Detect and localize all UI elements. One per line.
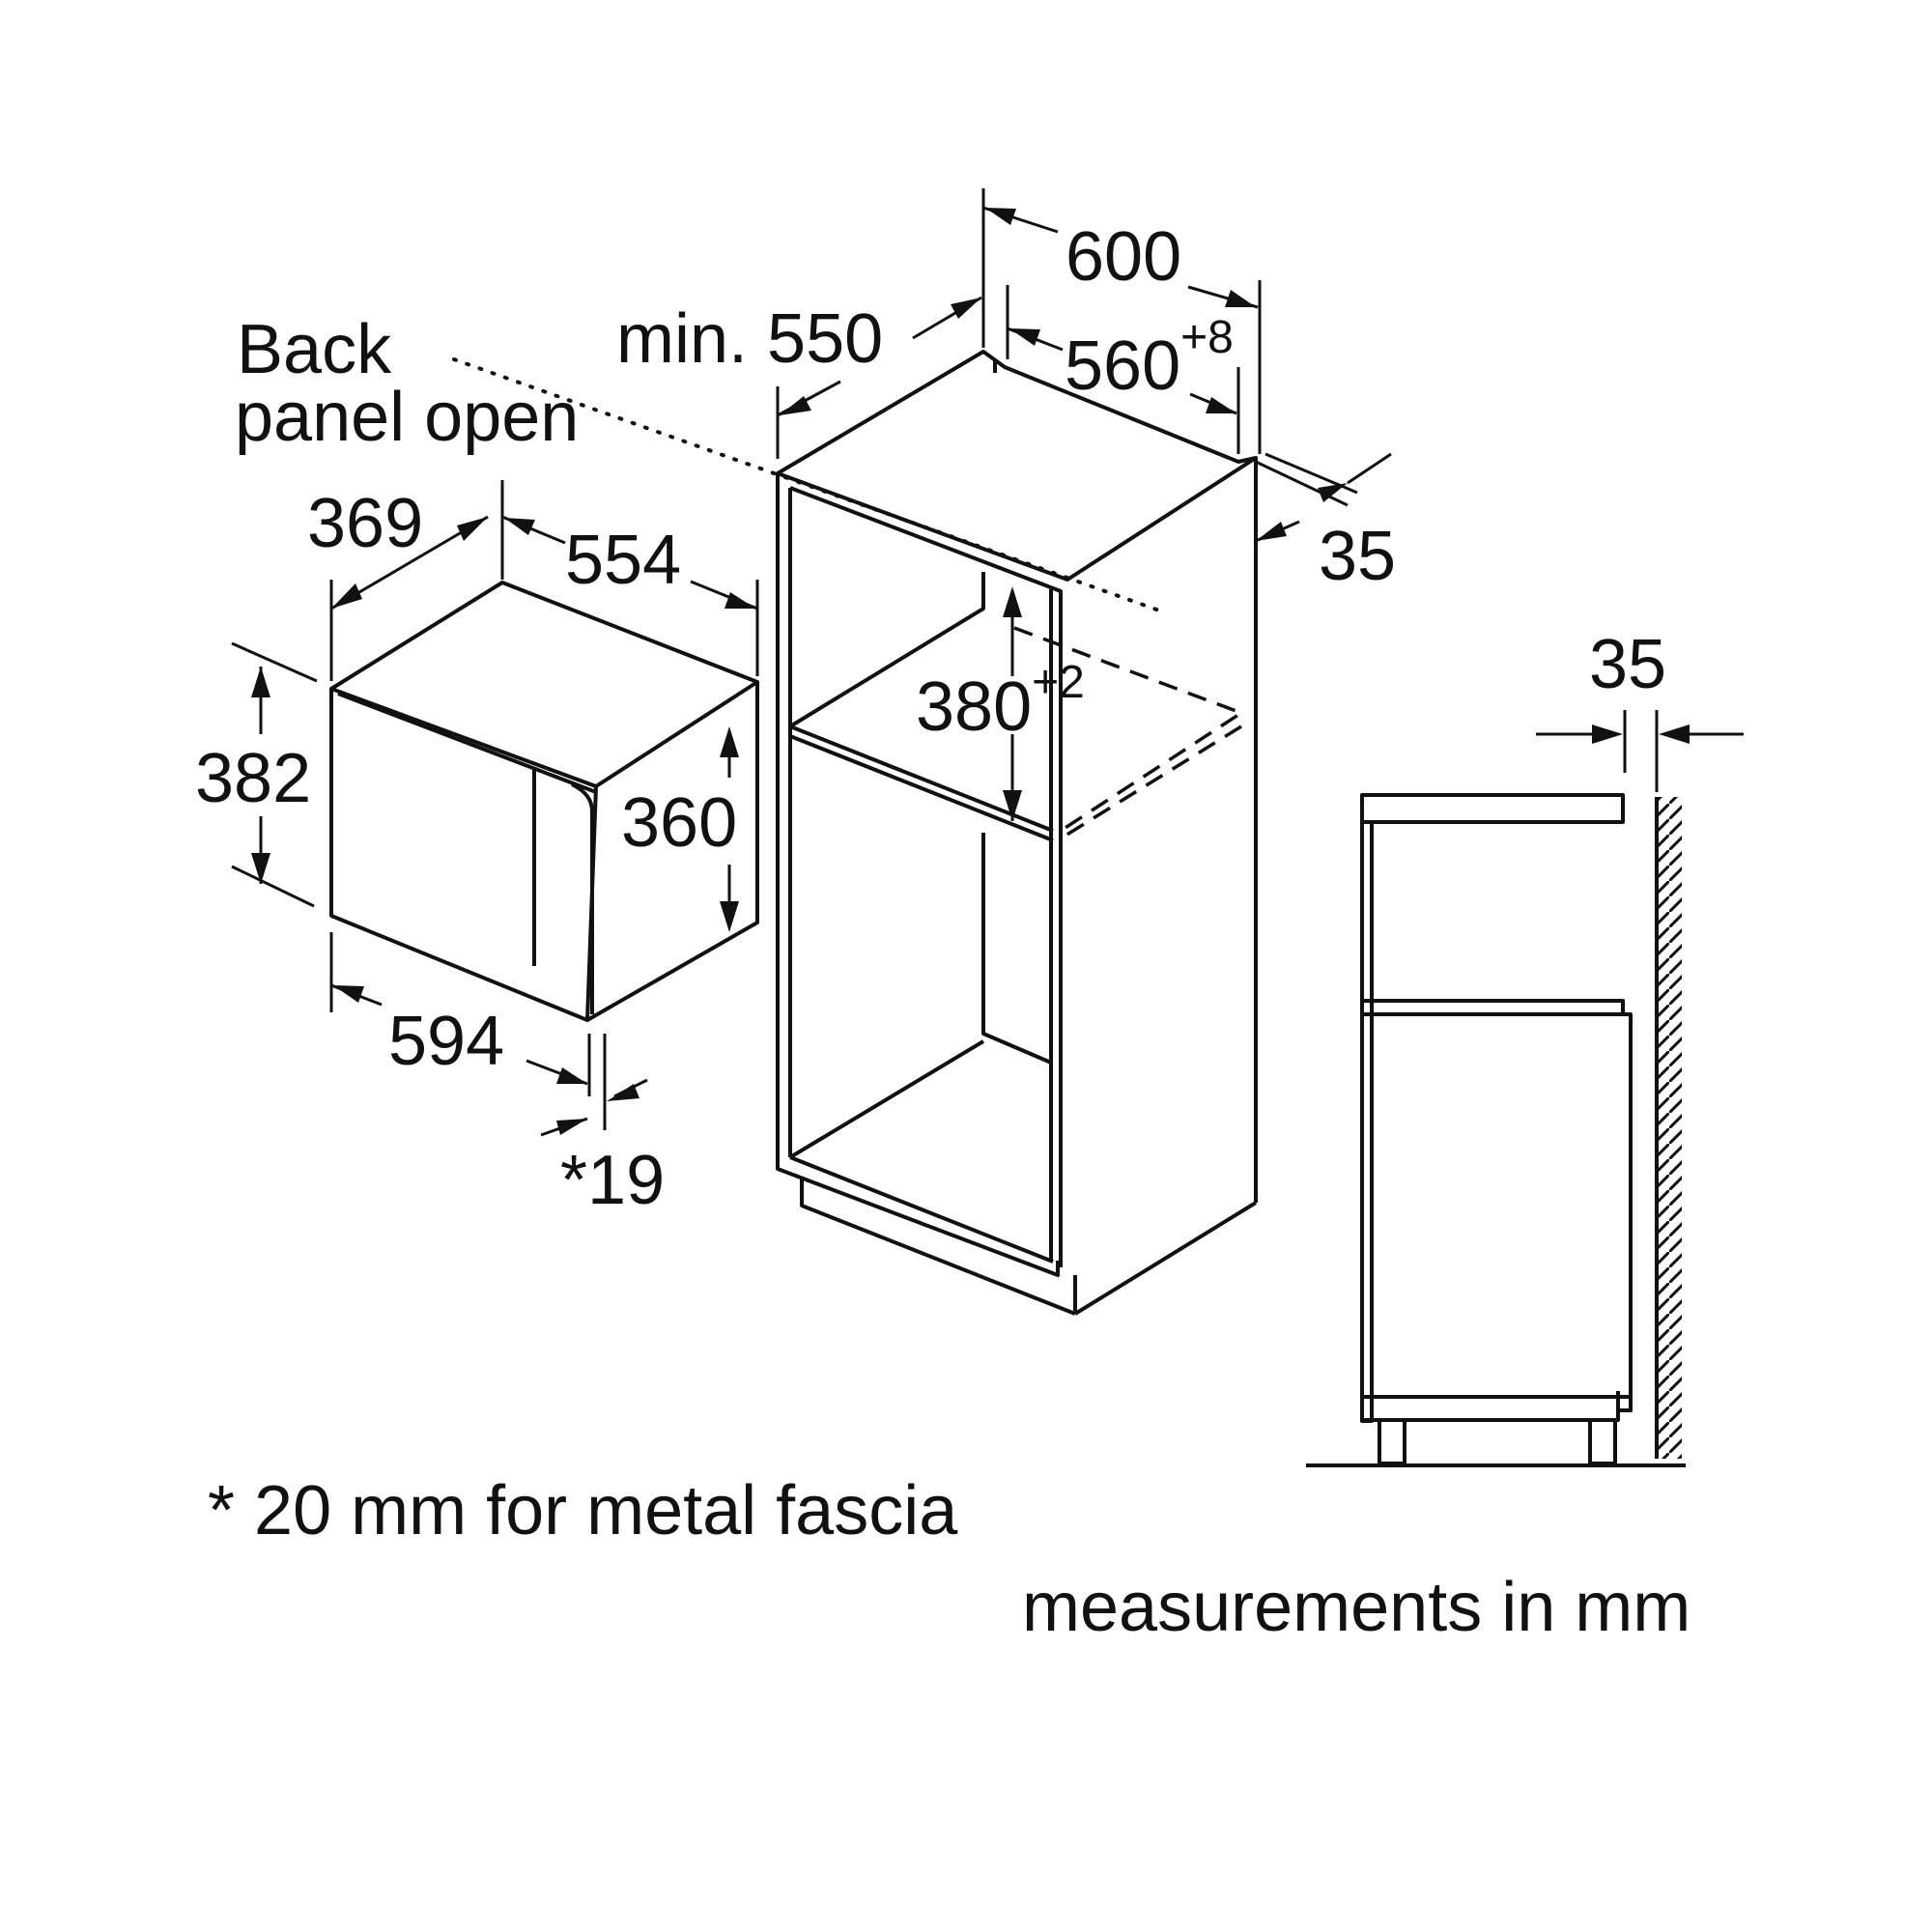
arrow-369-b [457,517,488,541]
cabinet-drawing [452,350,1258,1316]
side-view-drawing [1306,710,1744,1467]
arrow-550-a [780,396,811,415]
dim-appliance-height-outer: 382 [195,740,311,817]
arrow-19-b [607,1084,639,1101]
dim-cabinet-niche-width: 560+8 [1065,312,1234,405]
back-panel-label-line1: Back [237,311,392,388]
arrow-35-top-b [1318,483,1348,502]
arrow-382-a [251,667,270,697]
units-note: measurements in mm [1022,1569,1690,1646]
arrow-369-a [331,583,362,609]
arrow-382-b [251,853,270,884]
dim-cabinet-min-depth: min. 550 [616,300,883,378]
dim-appliance-depth: 369 [307,485,423,562]
dim-cabinet-top-thickness: 35 [1319,518,1396,595]
dim-appliance-fascia: *19 [560,1142,665,1219]
back-panel-label-line2: panel open [235,379,579,456]
text-labels: Back panel open 369 554 382 360 594 *19 … [195,218,1690,1646]
arrow-594-b [556,1067,587,1084]
arrow-side-35-a [1592,724,1623,744]
dim-appliance-width-top: 554 [565,522,681,599]
arrow-594-a [333,985,364,1003]
arrow-600-b [1225,290,1256,307]
arrow-380-b [1003,790,1022,821]
arrow-560-a [1009,328,1040,346]
arrow-560-b [1206,397,1236,413]
arrow-600-a [985,208,1016,225]
dim-appliance-height-inner: 360 [621,784,737,862]
appliance-dimension-lines [231,480,759,1137]
footnote-metal-fascia: * 20 mm for metal fascia [208,1472,958,1549]
dim-cabinet-outer-width: 600 [1065,218,1181,296]
arrow-35-top-a [1256,522,1287,541]
dim-cabinet-niche-height: 380+2 [916,657,1085,746]
arrow-554-a [504,518,535,535]
arrow-side-35-b [1659,724,1690,744]
cabinet-dimension-lines [776,188,1392,821]
arrow-19-a [556,1119,587,1135]
arrow-360-b [720,901,739,932]
arrow-550-b [951,298,981,319]
arrow-360-a [720,726,739,757]
arrow-380-a [1003,586,1022,617]
dim-side-gap: 35 [1589,626,1666,703]
appliance-drawing [329,581,759,1022]
dim-appliance-width-front: 594 [388,1003,504,1080]
arrow-554-b [724,592,755,609]
